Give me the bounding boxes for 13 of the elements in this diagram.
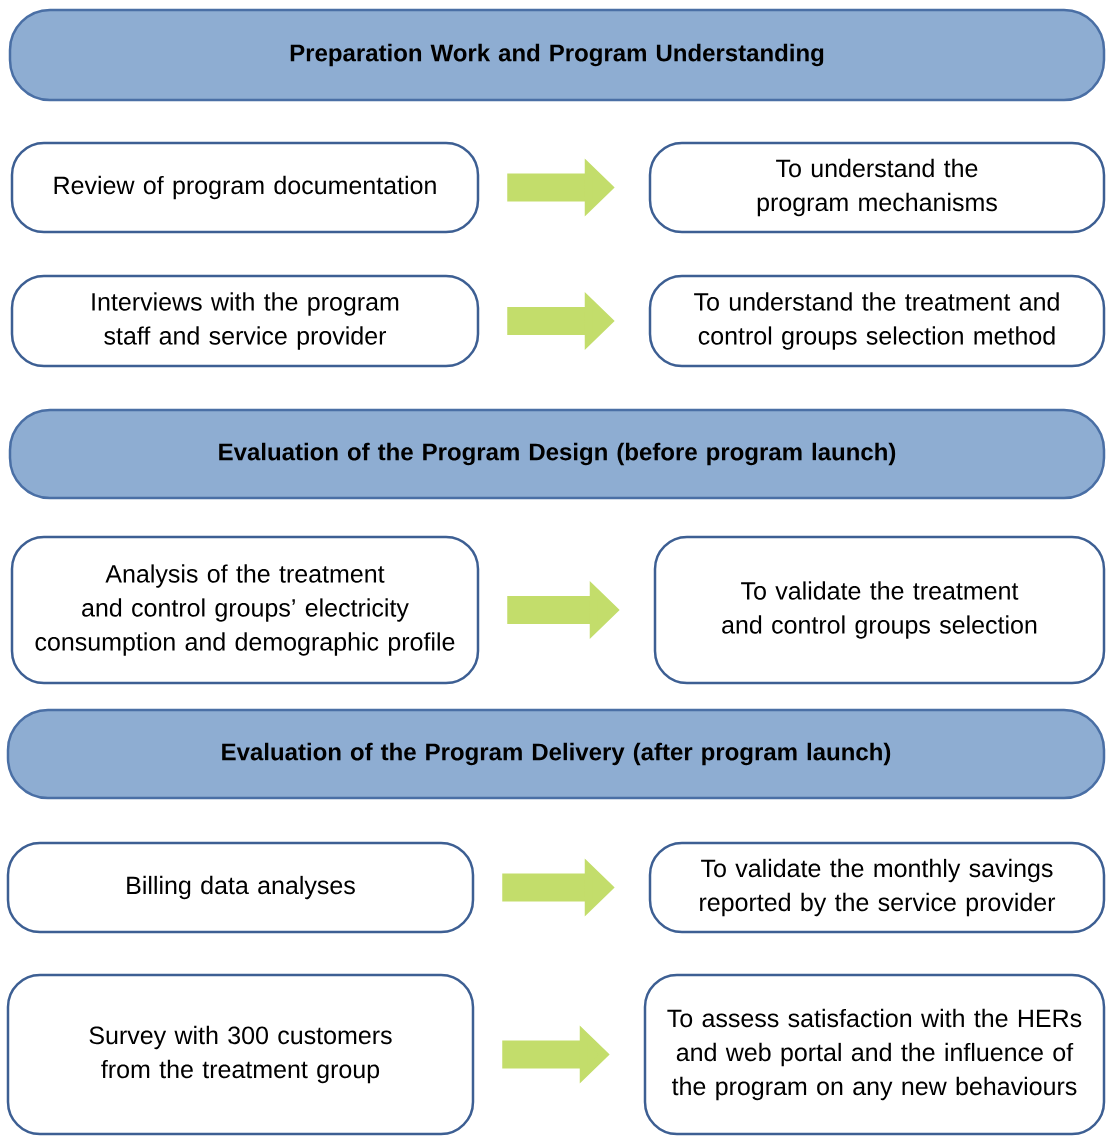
rounded-box: Analysis of the treatment and control groups’ electricity consumption and demographic profile xyxy=(10,535,480,685)
rounded-box: To understand the program mechanisms xyxy=(648,141,1106,234)
rounded-box: To validate the monthly savings reported by the service provider xyxy=(648,841,1106,934)
rounded-box: Review of program documentation xyxy=(10,141,480,234)
rounded-box: Billing data analyses xyxy=(6,841,475,934)
section-header-band: Evaluation of the Program Design (before program launch) xyxy=(8,408,1106,500)
rounded-box: Survey with 300 customers from the treatment group xyxy=(6,973,475,1136)
section-header-band: Evaluation of the Program Delivery (after program launch) xyxy=(6,708,1106,800)
rounded-box: Interviews with the program staff and service provider xyxy=(10,274,480,368)
rounded-box: To assess satisfaction with the HERs and web portal and the influence of the program on any new behaviours xyxy=(643,973,1106,1136)
section-header-band: Preparation Work and Program Understanding xyxy=(8,8,1106,102)
rounded-box: To understand the treatment and control groups selection method xyxy=(648,274,1106,368)
rounded-box: To validate the treatment and control groups selection xyxy=(653,535,1106,685)
